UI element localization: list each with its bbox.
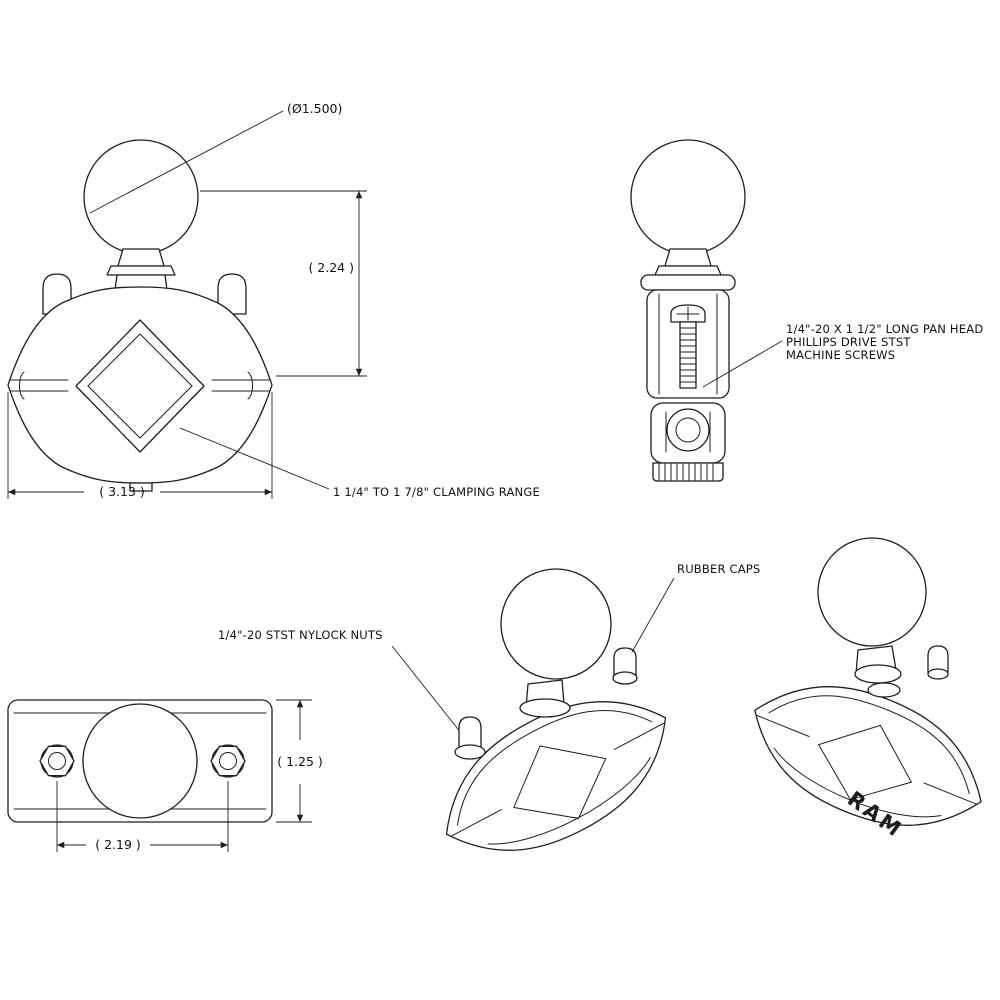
iso-view-right: RAM xyxy=(754,537,982,843)
label-machine-screws-line1: 1/4"-20 X 1 1/2" LONG PAN HEAD xyxy=(786,322,983,336)
front-dimensions: (Ø1.500) ( 2.24 ) ( 3.13 ) 1 1/4" TO 1 7… xyxy=(7,101,540,499)
nylock-nut-right xyxy=(210,744,246,778)
rail-opening-diamond xyxy=(75,319,205,453)
screw-callout: 1/4"-20 X 1 1/2" LONG PAN HEAD PHILLIPS … xyxy=(702,322,983,388)
leader-rubber-caps xyxy=(631,577,675,653)
clamp-body-iso-middle xyxy=(445,701,667,851)
side-view: 1/4"-20 X 1 1/2" LONG PAN HEAD PHILLIPS … xyxy=(630,139,983,482)
clamp-tip-details-front xyxy=(19,371,253,492)
dim-clamp-width: ( 3.13 ) xyxy=(99,484,145,499)
ball-front xyxy=(83,139,199,255)
lower-jaw-side xyxy=(650,402,726,464)
clamp-body-iso-right xyxy=(754,686,982,826)
dim-ball-diameter: (Ø1.500) xyxy=(287,101,342,116)
leader-clamping-range xyxy=(179,427,330,490)
rubber-cap-right-front xyxy=(217,273,247,315)
nylock-callout: 1/4"-20 STST NYLOCK NUTS xyxy=(218,628,470,744)
machine-screw xyxy=(670,304,706,389)
label-machine-screws-line2: PHILLIPS DRIVE STST xyxy=(786,335,911,349)
label-nylock-nuts: 1/4"-20 STST NYLOCK NUTS xyxy=(218,628,383,642)
leader-ball-diameter xyxy=(89,110,284,214)
ball-neck-front xyxy=(106,248,176,291)
screw-post-iso-middle xyxy=(454,716,486,760)
ball-neck-iso-middle xyxy=(519,679,571,718)
label-machine-screws-line3: MACHINE SCREWS xyxy=(786,348,895,362)
rail-section-side xyxy=(665,408,711,453)
nylock-nut-left xyxy=(39,744,75,778)
ball-iso-middle xyxy=(500,568,612,680)
serrated-base-side xyxy=(652,462,724,482)
leader-nylock-nuts xyxy=(391,645,470,744)
label-clamping-range: 1 1/4" TO 1 7/8" CLAMPING RANGE xyxy=(333,485,540,499)
iso-view-middle: RUBBER CAPS xyxy=(445,562,760,851)
dim-ball-height: ( 2.24 ) xyxy=(308,260,354,275)
dim-body-width: ( 1.25 ) xyxy=(277,754,323,769)
top-dimensions: ( 1.25 ) ( 2.19 ) xyxy=(56,699,323,852)
leader-machine-screws xyxy=(702,340,783,388)
ball-top xyxy=(82,703,198,819)
rubber-cap-iso-middle xyxy=(612,647,638,685)
clamp-parting-lines-front xyxy=(9,379,271,392)
dim-screw-spacing: ( 2.19 ) xyxy=(95,837,141,852)
ball-iso-right xyxy=(817,537,927,647)
label-rubber-caps: RUBBER CAPS xyxy=(677,562,760,576)
ball-side xyxy=(630,139,746,255)
top-view: ( 1.25 ) ( 2.19 ) 1/4"-20 STST NYLOCK NU… xyxy=(7,628,470,852)
ball-neck-iso-right xyxy=(854,645,902,698)
clamp-body-front xyxy=(7,286,273,484)
rubber-caps-callout: RUBBER CAPS xyxy=(631,562,760,653)
rubber-cap-iso-right xyxy=(927,645,949,680)
ball-neck-side xyxy=(640,248,736,291)
front-view: (Ø1.500) ( 2.24 ) ( 3.13 ) 1 1/4" TO 1 7… xyxy=(7,101,540,499)
